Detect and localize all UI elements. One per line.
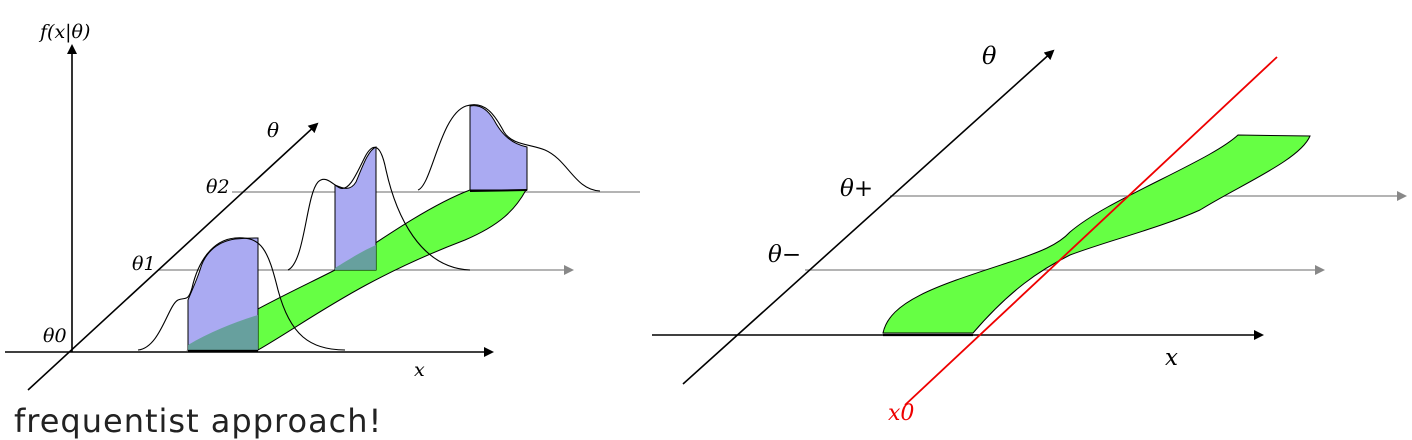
theta1-label: θ1: [132, 253, 156, 275]
pdf-theta0-curve: [137, 237, 346, 351]
pdf-theta2-shaded: [469, 105, 528, 191]
theta-plus-label: θ+: [840, 176, 873, 202]
confidence-belt: [882, 134, 1311, 334]
theta0-label: θ0: [43, 325, 67, 347]
pdf-theta1-shaded: [334, 146, 377, 271]
left-diagram: f(x|θ) θ θ0 θ1 θ2 x: [5, 21, 640, 391]
theta-axis-left: [27, 122, 319, 391]
theta-minus-label: θ−: [768, 242, 801, 268]
theta2-label: θ2: [206, 176, 230, 198]
x0-line: [904, 56, 1278, 406]
x-axis-label-left: x: [414, 359, 425, 381]
pdf-theta2-base: [469, 189, 528, 192]
pdf-theta1-curve: [287, 146, 471, 271]
x-axis-label-right: x: [1165, 345, 1178, 371]
theta-axis-label-right: θ: [982, 42, 997, 70]
pdf-theta1-overlap: [335, 245, 376, 270]
f-axis-label: f(x|θ): [38, 21, 90, 43]
diagram-canvas: f(x|θ) θ θ0 θ1 θ2 x θ θ+ θ− x x0: [5, 21, 1407, 426]
pdf-theta0-overlap: [188, 315, 258, 350]
pdf-theta2-curve: [417, 104, 601, 192]
theta-axis-label-left: θ: [267, 118, 279, 142]
right-diagram: θ θ+ θ− x x0: [652, 42, 1407, 426]
x0-label: x0: [888, 401, 914, 426]
theta-axis-right: [682, 49, 1055, 385]
bottom-cutoff-heading: frequentist approach!: [14, 402, 383, 440]
